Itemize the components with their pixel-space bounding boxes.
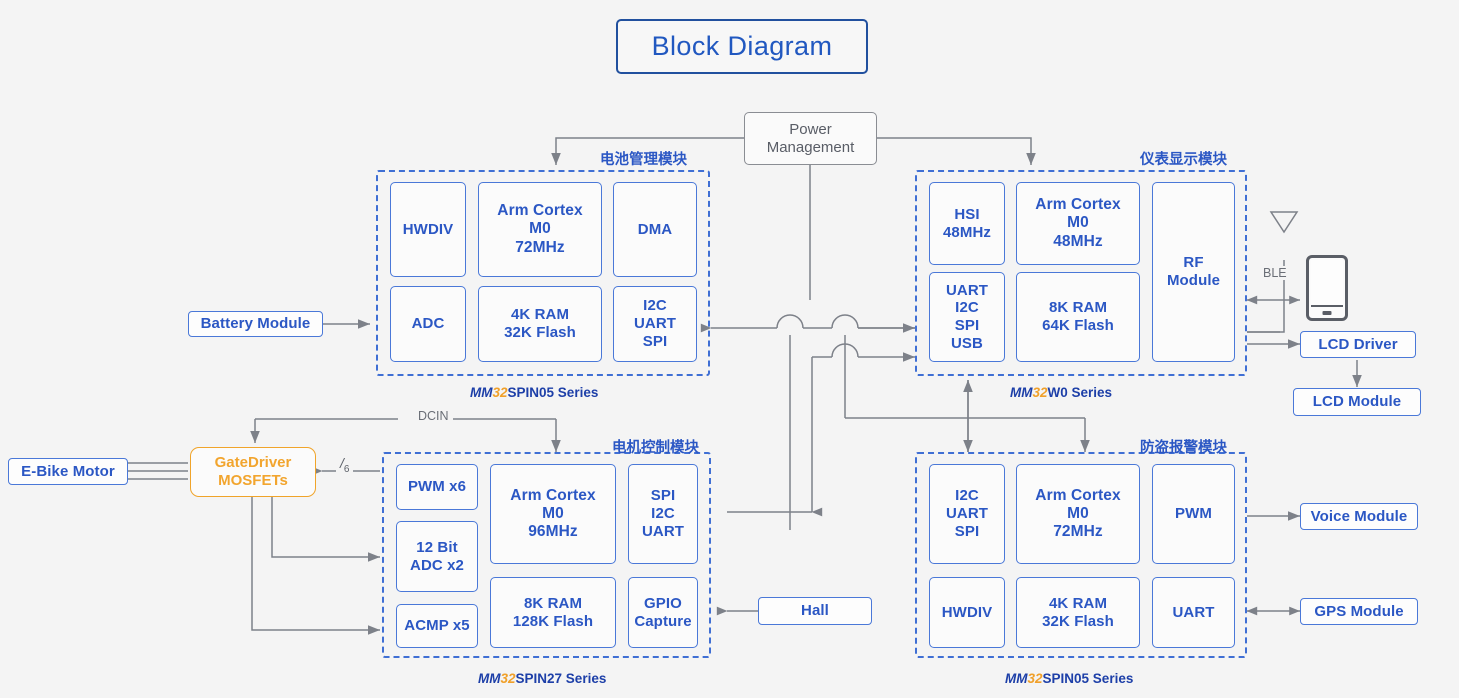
smartphone-icon [1306, 255, 1348, 321]
series-label-display: MM32W0 Series [1010, 385, 1113, 400]
power-management-line2: Management [766, 138, 855, 156]
module-label-display: 仪表显示模块 [1140, 152, 1227, 168]
cell-alarm-uart[interactable]: UART [1152, 577, 1235, 648]
cell-battery-dma[interactable]: DMA [613, 182, 697, 277]
cell-alarm-memory[interactable]: 4K RAM 32K Flash [1016, 577, 1140, 648]
cell-battery-memory[interactable]: 4K RAM 32K Flash [478, 286, 602, 362]
cell-display-core[interactable]: Arm Cortex M0 48MHz [1016, 182, 1140, 265]
cell-display-rf-module[interactable]: RF Module [1152, 182, 1235, 362]
module-label-alarm: 防盗报警模块 [1140, 440, 1227, 456]
cell-motor-pwm[interactable]: PWM x6 [396, 464, 478, 510]
cell-motor-gpio[interactable]: GPIO Capture [628, 577, 698, 648]
cell-motor-comms[interactable]: SPI I2C UART [628, 464, 698, 564]
series-label-alarm: MM32SPIN05 Series [1005, 671, 1134, 686]
cell-alarm-pwm[interactable]: PWM [1152, 464, 1235, 564]
cell-alarm-hwdiv[interactable]: HWDIV [929, 577, 1005, 648]
cell-display-hsi[interactable]: HSI 48MHz [929, 182, 1005, 265]
cell-alarm-core[interactable]: Arm Cortex M0 72MHz [1016, 464, 1140, 564]
cell-motor-memory[interactable]: 8K RAM 128K Flash [490, 577, 616, 648]
cell-battery-core[interactable]: Arm Cortex M0 72MHz [478, 182, 602, 277]
smartphone-screen [1311, 260, 1343, 307]
lcd-driver-block[interactable]: LCD Driver [1300, 331, 1416, 358]
cell-battery-adc[interactable]: ADC [390, 286, 466, 362]
module-label-battery: 电池管理模块 [600, 152, 687, 168]
gate-driver-line2: MOSFETs [218, 472, 288, 489]
power-management-line1: Power [789, 120, 832, 138]
series-label-motor: MM32SPIN27 Series [478, 671, 607, 686]
hall-sensor-block[interactable]: Hall [758, 597, 872, 625]
module-instrument-display [915, 170, 1247, 376]
gps-module-block[interactable]: GPS Module [1300, 598, 1418, 625]
cell-motor-adc[interactable]: 12 Bit ADC x2 [396, 521, 478, 592]
cell-motor-acmp[interactable]: ACMP x5 [396, 604, 478, 648]
cell-display-memory[interactable]: 8K RAM 64K Flash [1016, 272, 1140, 362]
module-anti-theft-alarm [915, 452, 1247, 658]
series-label-battery: MM32SPIN05 Series [470, 385, 599, 400]
page-title: Block Diagram [616, 19, 868, 74]
wire-label-dcin: DCIN [414, 409, 453, 423]
module-motor-control [382, 452, 711, 658]
power-management-block[interactable]: Power Management [744, 112, 877, 165]
cell-alarm-comms[interactable]: I2C UART SPI [929, 464, 1005, 564]
gate-driver-mosfets-block[interactable]: GateDriver MOSFETs [190, 447, 316, 497]
wire-label-bus-width: /6 [336, 455, 354, 475]
lcd-module-block[interactable]: LCD Module [1293, 388, 1421, 416]
module-battery-management [376, 170, 710, 376]
cell-battery-hwdiv[interactable]: HWDIV [390, 182, 466, 277]
cell-display-comms[interactable]: UART I2C SPI USB [929, 272, 1005, 362]
battery-module-block[interactable]: Battery Module [188, 311, 323, 337]
gate-driver-line1: GateDriver [214, 454, 292, 471]
cell-battery-comms[interactable]: I2C UART SPI [613, 286, 697, 362]
wire-label-ble: BLE [1259, 266, 1291, 280]
module-label-motor: 电机控制模块 [612, 440, 699, 456]
voice-module-block[interactable]: Voice Module [1300, 503, 1418, 530]
cell-motor-core[interactable]: Arm Cortex M0 96MHz [490, 464, 616, 564]
ebike-motor-block[interactable]: E-Bike Motor [8, 458, 128, 485]
